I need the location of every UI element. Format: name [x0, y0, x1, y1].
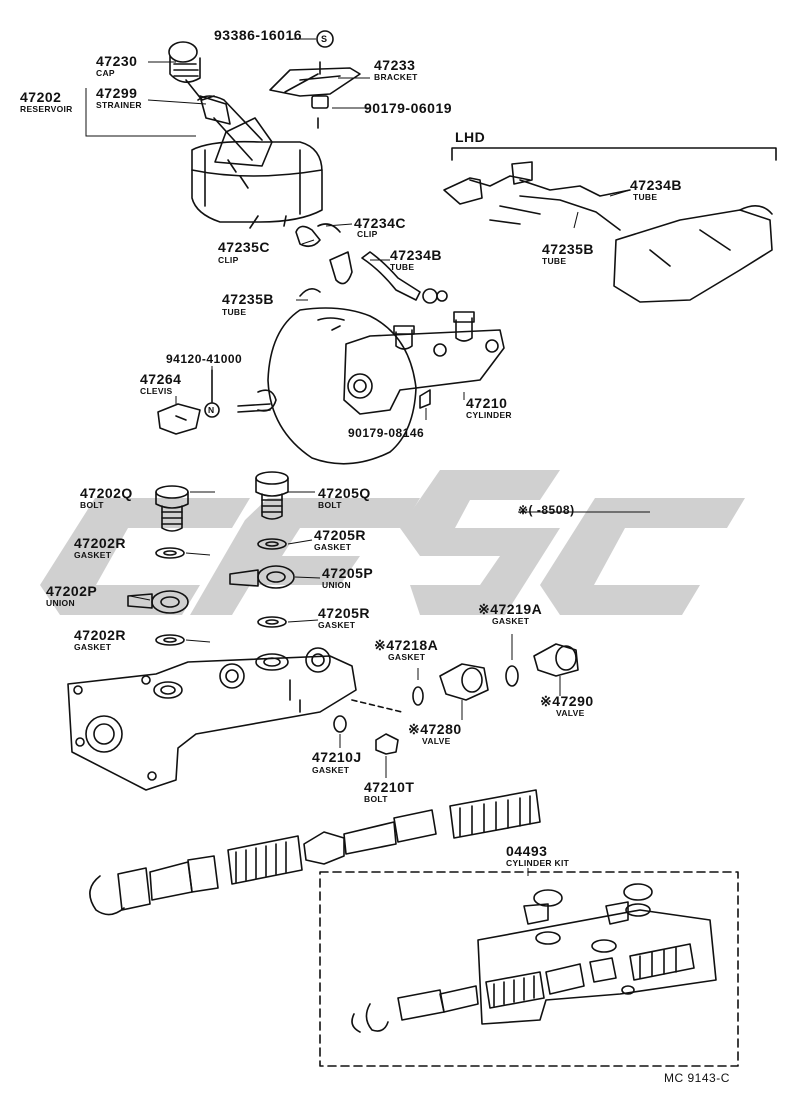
master-cylinder-upper-drawing — [343, 311, 505, 415]
callout-90179b-number: 90179-08146 — [348, 426, 425, 440]
callout-47202q-name: BOLT — [80, 500, 104, 510]
clevis-drawing — [157, 369, 220, 435]
callout-47234b-lhd-number: 47234B — [630, 177, 683, 193]
gasket-group-drawing — [155, 538, 287, 646]
callout-47219a-number: ※47219A — [478, 601, 543, 617]
callout-47235b-lhd-number: 47235B — [542, 241, 595, 257]
marker-n: N — [208, 405, 215, 415]
callout-47202r1-name: GASKET — [74, 550, 112, 560]
callout-90179a-number: 90179-06019 — [364, 100, 453, 116]
brake-booster-drawing — [237, 307, 417, 465]
callout-04493-number: 04493 — [506, 843, 548, 859]
lhd-label: LHD — [455, 129, 486, 145]
callout-47280-number: ※47280 — [408, 721, 462, 737]
bolt-47205q-drawing — [255, 471, 289, 520]
callout-47202p-number: 47202P — [46, 583, 98, 599]
cylinder-kit-drawing — [351, 883, 717, 1033]
callout-47235b-number: 47235B — [222, 291, 275, 307]
callout-47205r2-name: GASKET — [318, 620, 356, 630]
callout-47202-number: 47202 — [20, 89, 62, 105]
figure-code: MC 9143-C — [664, 1071, 730, 1085]
callout-47234c-name: CLIP — [357, 229, 378, 239]
callout-47210-name: CYLINDER — [466, 410, 512, 420]
callout-47202q-number: 47202Q — [80, 485, 133, 501]
callout-47230-name: CAP — [96, 68, 115, 78]
callout-47299-name: STRAINER — [96, 100, 142, 110]
callout-47205p-name: UNION — [322, 580, 351, 590]
leader-lines — [85, 38, 650, 876]
callout-47210j-name: GASKET — [312, 765, 350, 775]
watermark-logo — [40, 470, 745, 615]
reservoir-drawing — [191, 95, 323, 229]
callout-47210t-number: 47210T — [364, 779, 415, 795]
callout-47210j-number: 47210J — [312, 749, 362, 765]
callout-93386-number: 93386-16016 — [214, 27, 303, 43]
callout-47218a-name: GASKET — [388, 652, 426, 662]
union-47202p-drawing — [127, 590, 189, 614]
master-cylinder-body-drawing — [67, 647, 403, 791]
lhd-inset-drawing — [443, 147, 777, 303]
callout-47219a-name: GASKET — [492, 616, 530, 626]
callout-94120-number: 94120-41000 — [166, 352, 243, 366]
bolt-47202q-drawing — [155, 485, 189, 532]
callout-47264-number: 47264 — [140, 371, 182, 387]
callout-47205r1-number: 47205R — [314, 527, 367, 543]
callout-47233-number: 47233 — [374, 57, 416, 73]
callout-47210-number: 47210 — [466, 395, 508, 411]
callout-47202r2-number: 47202R — [74, 627, 127, 643]
union-47205p-drawing — [229, 565, 295, 589]
callout-47233-name: BRACKET — [374, 72, 418, 82]
callout-47235b-lhd-name: TUBE — [542, 256, 567, 266]
bracket-drawing — [269, 30, 361, 129]
tube-and-clip-drawing — [295, 223, 448, 304]
callout-47235c-name: CLIP — [218, 255, 239, 265]
callout-47210t-name: BOLT — [364, 794, 388, 804]
callout-04493-name: CYLINDER KIT — [506, 858, 570, 868]
callout-47234b-number: 47234B — [390, 247, 443, 263]
callout-47264-name: CLEVIS — [140, 386, 173, 396]
callout-47230-number: 47230 — [96, 53, 138, 69]
callout-47205q-number: 47205Q — [318, 485, 371, 501]
strainer-drawing — [199, 95, 231, 125]
callout-47205q-name: BOLT — [318, 500, 342, 510]
valve-and-gasket-drawing — [333, 643, 579, 755]
callout-47202-name: RESERVOIR — [20, 104, 73, 114]
callout-47202r1-number: 47202R — [74, 535, 127, 551]
callout-47234c-number: 47234C — [354, 215, 407, 231]
callout-47290-number: ※47290 — [540, 693, 594, 709]
callout-47205r1-name: GASKET — [314, 542, 352, 552]
callout-47202r2-name: GASKET — [74, 642, 112, 652]
cap-drawing — [168, 41, 215, 101]
callout-47205p-number: 47205P — [322, 565, 374, 581]
date-range-note: ※( -8508) — [518, 503, 575, 517]
callout-47290-name: VALVE — [556, 708, 585, 718]
callout-47218a-number: ※47218A — [374, 637, 439, 653]
callout-47235b-name: TUBE — [222, 307, 247, 317]
callout-47205r2-number: 47205R — [318, 605, 371, 621]
marker-s: S — [321, 34, 328, 44]
callout-47299-number: 47299 — [96, 85, 138, 101]
callout-47234b-lhd-name: TUBE — [633, 192, 658, 202]
piston-assembly-drawing — [89, 789, 541, 916]
cylinder-kit-box — [319, 871, 739, 1067]
callout-47235c-number: 47235C — [218, 239, 271, 255]
callout-47280-name: VALVE — [422, 736, 451, 746]
callout-47234b-name: TUBE — [390, 262, 415, 272]
callout-47202p-name: UNION — [46, 598, 75, 608]
